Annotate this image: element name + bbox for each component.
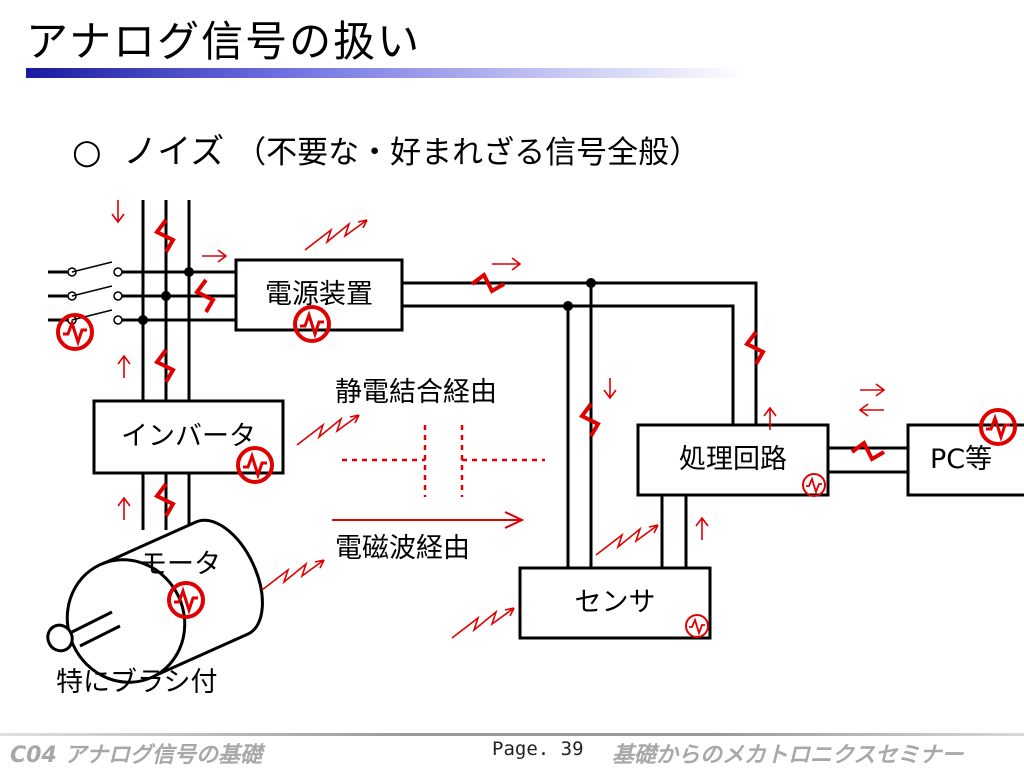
footer-divider [0, 733, 1024, 736]
power-lines [48, 200, 236, 530]
sensor-label: センサ [574, 587, 656, 618]
electrostatic-coupling-symbol [342, 425, 545, 497]
footer-seminar: 基礎からのメカトロニクスセミナー [612, 743, 964, 768]
heading-note: （不要な・好まれざる信号全般） [235, 135, 701, 171]
power-supply-box [234, 258, 404, 332]
pc-box [906, 423, 1024, 497]
motor-label: モータ [140, 549, 221, 580]
motor-note: 特にブラシ付 [56, 667, 218, 698]
circle-bullet-icon: ○ [72, 132, 102, 172]
processing-circuit-label: 処理回路 [679, 444, 787, 475]
electromagnetic-arrow [332, 511, 525, 529]
title-underline [26, 68, 746, 78]
processing-circuit-box [636, 423, 830, 497]
footer-course: C04 アナログ信号の基礎 [10, 743, 262, 768]
inverter-label: インバータ [121, 421, 256, 452]
power-supply-label: 電源装置 [265, 279, 373, 310]
noise-direction-arrows [111, 200, 886, 540]
heading: ○ ノイズ （不要な・好まれざる信号全般） [72, 128, 700, 177]
sensor-box [518, 566, 712, 640]
footer-page-number: Page. 39 [492, 738, 584, 760]
electromagnetic-path-label: 電磁波経由 [335, 533, 470, 564]
electrostatic-path-label: 静電結合経由 [335, 377, 497, 408]
slide-title: アナログ信号の扱い [26, 17, 422, 66]
heading-noise: ノイズ [123, 132, 225, 172]
pc-label: PC等 [930, 444, 993, 475]
